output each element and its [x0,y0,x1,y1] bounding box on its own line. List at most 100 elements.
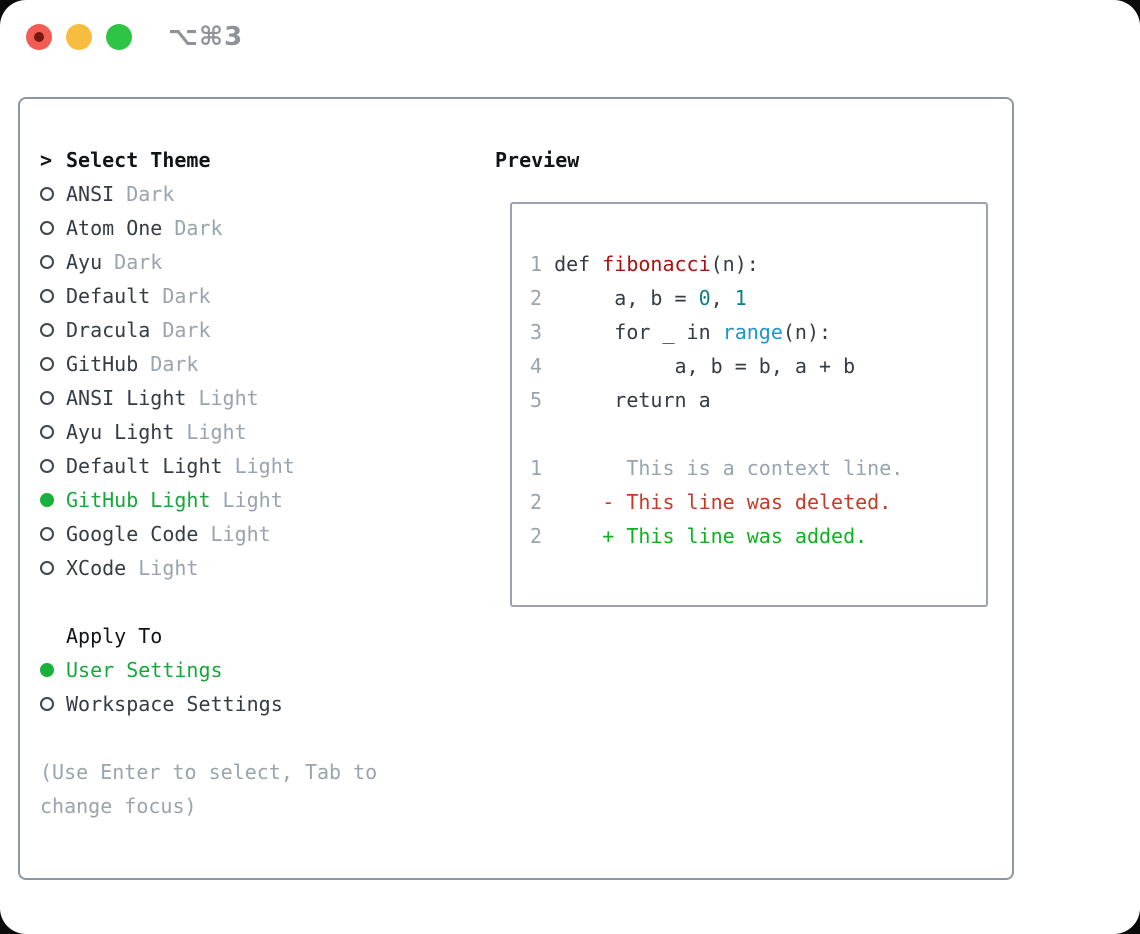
preview-label: Preview [495,148,580,172]
option-variant-label: Dark [162,318,211,342]
code-token-code: , [710,286,735,310]
line-number: 4 [530,354,555,378]
line-number: 3 [530,320,555,344]
option-variant-label: Light [234,454,295,478]
code-line: 5 return a [530,383,986,417]
option-label: GitHub [66,352,139,376]
code-token-context: This is a context line. [554,456,904,480]
theme-option[interactable]: Default Dark [40,279,480,313]
code-line [530,417,986,451]
option-label: Workspace Settings [66,692,283,716]
code-line: 2 a, b = 0, 1 [530,281,986,315]
code-token-deleted: - This line was deleted. [554,490,892,514]
line-number: 5 [530,388,555,412]
theme-option[interactable]: Ayu Dark [40,245,480,279]
line-number: 2 [530,524,555,548]
code-token-builtin: range [722,320,783,344]
theme-option[interactable]: Atom One Dark [40,211,480,245]
option-label: Google Code [66,522,199,546]
radio-icon [40,459,54,473]
option-variant-label: Dark [126,182,175,206]
code-token-num: 0 [698,286,711,310]
option-variant-label: Light [210,522,271,546]
option-label: Dracula [66,318,151,342]
select-theme-header: > Select Theme [40,143,480,177]
unsaved-dot-icon [34,32,44,42]
option-variant-label: Light [198,386,259,410]
minimize-button[interactable] [66,24,92,50]
theme-option[interactable]: GitHub Light Light [40,483,480,517]
option-label: Ayu Light [66,420,175,444]
radio-icon [40,561,54,575]
radio-icon [40,357,54,371]
code-token-code: for _ in [554,320,723,344]
line-number: 2 [530,490,555,514]
radio-icon [40,289,54,303]
code-token-code: a, b = b, a + b [554,354,856,378]
option-variant-label: Light [186,420,247,444]
option-label: Default [66,284,151,308]
code-line: 1 def fibonacci(n): [530,247,986,281]
option-label: User Settings [66,658,223,682]
code-line: 2 - This line was deleted. [530,485,986,519]
radio-icon [40,187,54,201]
theme-option[interactable]: XCode Light [40,551,480,585]
code-line: 1 This is a context line. [530,451,986,485]
maximize-button[interactable] [106,24,132,50]
traffic-lights [26,24,132,50]
code-line: 2 + This line was added. [530,519,986,553]
option-variant-label: Dark [150,352,199,376]
theme-option[interactable]: Google Code Light [40,517,480,551]
radio-selected-icon [40,493,54,507]
theme-option[interactable]: Default Light Light [40,449,480,483]
code-token-code: return a [554,388,711,412]
option-variant-label: Light [138,556,199,580]
theme-option[interactable]: Ayu Light Light [40,415,480,449]
option-variant-label: Dark [162,284,211,308]
close-button[interactable] [26,24,52,50]
apply-to-header: Apply To [40,619,480,653]
option-variant-label: Light [222,488,283,512]
radio-icon [40,221,54,235]
radio-icon [40,697,54,711]
apply-to-label: Apply To [66,624,163,648]
code-token-func: fibonacci [602,252,711,276]
option-label: Ayu [66,250,103,274]
option-label: ANSI Light [66,386,187,410]
option-label: Atom One [66,216,163,240]
line-number: 2 [530,286,555,310]
line-number: 1 [530,252,555,276]
radio-icon [40,255,54,269]
option-label: ANSI [66,182,115,206]
radio-icon [40,323,54,337]
code-token-num: 1 [734,286,747,310]
apply-to-option[interactable]: User Settings [40,653,480,687]
theme-option[interactable]: GitHub Dark [40,347,480,381]
option-variant-label: Dark [114,250,163,274]
code-token-code: (n): [782,320,832,344]
theme-option[interactable]: ANSI Light Light [40,381,480,415]
code-token-code: a, b = [554,286,699,310]
radio-icon [40,425,54,439]
option-label: GitHub Light [66,488,211,512]
window-title: ⌥⌘3 [168,22,244,52]
theme-option[interactable]: ANSI Dark [40,177,480,211]
apply-to-option[interactable]: Workspace Settings [40,687,480,721]
prompt-caret-icon: > [40,148,53,172]
option-variant-label: Dark [174,216,223,240]
code-token-code: def [554,252,603,276]
option-label: XCode [66,556,127,580]
radio-selected-icon [40,663,54,677]
line-number: 1 [530,456,555,480]
theme-option[interactable]: Dracula Dark [40,313,480,347]
option-label: Default Light [66,454,223,478]
radio-icon [40,391,54,405]
select-theme-label: Select Theme [66,148,211,172]
code-token-code: (n): [710,252,759,276]
